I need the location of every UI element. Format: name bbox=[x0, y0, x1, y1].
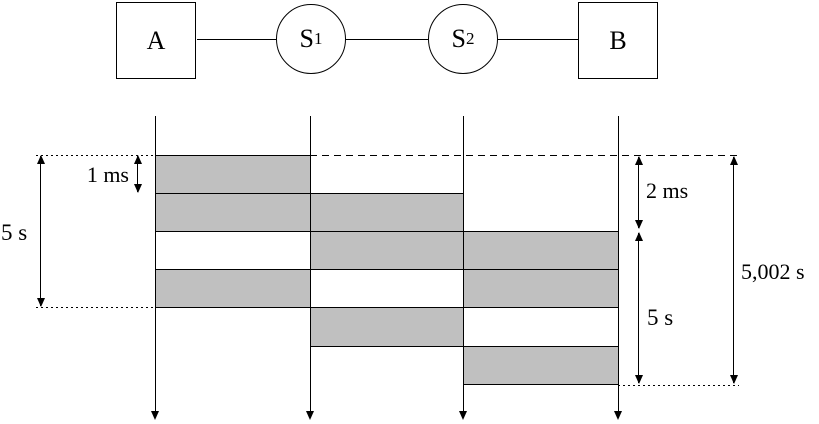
link-s2-b bbox=[498, 39, 578, 40]
total-time-label: 5,002 s bbox=[741, 259, 805, 284]
timeline-axis bbox=[309, 116, 311, 411]
node-s2-label: S bbox=[451, 24, 466, 53]
link-a-s1 bbox=[197, 39, 276, 40]
five-s-left-arrow bbox=[36, 155, 45, 307]
five-s-right-arrow bbox=[634, 232, 643, 384]
arrow-up-icon bbox=[133, 155, 142, 164]
packet-rect bbox=[310, 307, 464, 347]
packet-rect bbox=[155, 155, 311, 194]
timeline-axis bbox=[617, 116, 619, 411]
dotted-line-receive-done-right bbox=[618, 385, 739, 386]
axis-arrowhead-icon bbox=[459, 411, 467, 420]
arrow-down-icon bbox=[36, 298, 45, 307]
node-host-a: A bbox=[116, 2, 196, 79]
arrow-up-icon bbox=[36, 155, 45, 164]
packet-rect bbox=[463, 269, 619, 308]
node-host-b: B bbox=[578, 2, 658, 79]
node-s1-label: S bbox=[299, 24, 314, 53]
one-ms-arrow bbox=[133, 155, 142, 193]
five-s-right-label: 5 s bbox=[647, 305, 674, 330]
one-ms-label: 1 ms bbox=[86, 162, 129, 187]
arrow-down-icon bbox=[133, 184, 142, 193]
arrow-down-icon bbox=[634, 375, 643, 384]
dotted-line-start-left bbox=[36, 155, 155, 156]
packet-rect bbox=[310, 193, 464, 232]
dotted-line-send-done-left bbox=[36, 307, 155, 308]
axis-arrowhead-icon bbox=[151, 411, 159, 420]
arrow-up-icon bbox=[634, 232, 643, 241]
two-ms-arrow bbox=[634, 156, 643, 229]
link-s1-s2 bbox=[346, 39, 428, 40]
dashed-line-start-right bbox=[310, 155, 738, 156]
axis-arrowhead-icon bbox=[614, 411, 622, 420]
arrow-down-icon bbox=[729, 375, 738, 384]
total-time-arrow bbox=[729, 156, 738, 384]
packet-rect bbox=[463, 346, 619, 385]
node-b-label: B bbox=[609, 25, 627, 55]
arrow-up-icon bbox=[729, 156, 738, 165]
axis-arrowhead-icon bbox=[306, 411, 314, 420]
five-s-left-label: 5 s bbox=[1, 220, 28, 245]
arrow-up-icon bbox=[634, 156, 643, 165]
timeline-axis bbox=[462, 116, 464, 411]
arrow-down-icon bbox=[634, 220, 643, 229]
node-a-label: A bbox=[146, 25, 166, 55]
packet-rect bbox=[463, 231, 619, 270]
packet-rect bbox=[310, 231, 464, 270]
timeline-axis bbox=[154, 116, 156, 411]
two-ms-label: 2 ms bbox=[646, 178, 689, 203]
packet-rect bbox=[155, 193, 311, 232]
packet-rect bbox=[155, 269, 311, 308]
